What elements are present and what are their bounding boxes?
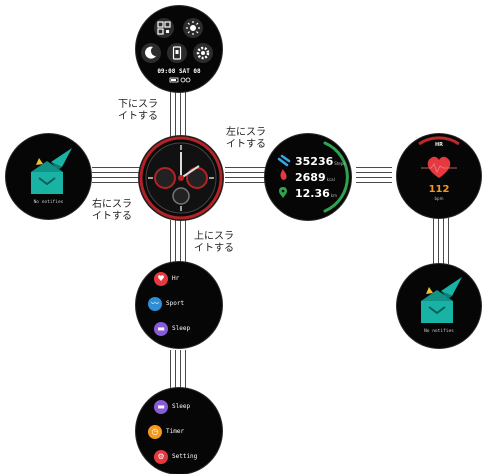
qr-code-icon[interactable] [154, 18, 174, 38]
calories-icon [280, 169, 287, 180]
menu-item-sport[interactable]: 〰 Sport [148, 297, 212, 311]
connector-right [225, 167, 267, 173]
menu-item-timer[interactable]: ◷ Timer [148, 425, 212, 439]
connector-left-b [92, 177, 142, 183]
glasses-icon [180, 77, 191, 83]
heart-rate-unit: bpm [434, 196, 444, 201]
heart-icon [421, 156, 457, 178]
timer-icon: ◷ [148, 425, 162, 439]
label-swipe-down: 下にスライトする [118, 99, 158, 122]
distance-value: 12.36km [295, 187, 338, 200]
setting-icon: ⚙ [154, 450, 168, 464]
phone-icon[interactable] [167, 43, 187, 63]
connector-left [92, 167, 142, 173]
gear-icon[interactable] [193, 43, 213, 63]
heart-rate-title: HR [434, 142, 444, 148]
connector-menu [170, 350, 176, 390]
stats-watch[interactable]: 35236Steps 2689kcal 12.36km [265, 134, 351, 220]
steps-icon [277, 154, 291, 167]
label-swipe-up: 上にスライトする [194, 231, 234, 254]
connector-top [170, 91, 176, 137]
label-swipe-left: 左にスライトする [226, 127, 266, 150]
no-notification-text: No notifies [33, 200, 64, 205]
paper-plane-icon [51, 148, 72, 170]
connector-far-right-b [356, 177, 392, 183]
menu-item-sleep[interactable]: ▬ Sleep [154, 322, 214, 336]
envelope-icon [31, 161, 63, 194]
quick-panel-watch[interactable]: 09:08 SAT 08 [136, 6, 222, 92]
sleep-icon: ▬ [154, 400, 168, 414]
menu-item-setting[interactable]: ⚙ Setting [154, 450, 214, 464]
heart-icon: ♥ [154, 272, 168, 286]
sport-icon: 〰 [148, 297, 162, 311]
notification-watch-left[interactable]: No notifies [6, 134, 91, 219]
calories-value: 2689kcal [295, 171, 335, 184]
heart-rate-value: 112 [428, 184, 450, 195]
connector-bottom [170, 220, 176, 263]
no-notification-text-2: No notifies [424, 329, 454, 334]
quick-panel-date: 09:08 SAT 08 [157, 68, 201, 75]
steps-value: 35236Steps [295, 155, 346, 168]
brightness-icon[interactable] [183, 18, 203, 38]
menu-item-hr[interactable]: ♥ Hr [154, 272, 214, 286]
menu-watch-1[interactable]: ♥ Hr 〰 Sport ▬ Sleep [136, 262, 222, 348]
moon-icon[interactable] [141, 43, 161, 63]
sleep-icon: ▬ [154, 322, 168, 336]
envelope-icon [421, 290, 453, 323]
notification-watch-right[interactable]: No notifies [397, 264, 481, 348]
connector-far-right [356, 167, 392, 173]
connector-hr-down-b [443, 218, 449, 264]
connector-bottom-b [180, 220, 186, 263]
connector-menu-b [180, 350, 186, 390]
connector-top-b [180, 91, 186, 137]
menu-item-sleep-2[interactable]: ▬ Sleep [154, 400, 214, 414]
connector-right-b [225, 177, 267, 183]
menu-watch-2[interactable]: ▬ Sleep ◷ Timer ⚙ Setting [136, 388, 222, 474]
paper-plane-icon [441, 277, 462, 299]
battery-icon [169, 77, 179, 83]
label-swipe-right: 右にスライトする [92, 199, 132, 222]
location-icon [279, 187, 287, 198]
heart-rate-watch[interactable]: HR 112 bpm [397, 134, 481, 218]
main-watch-face[interactable] [139, 136, 223, 220]
connector-hr-down [433, 218, 439, 264]
